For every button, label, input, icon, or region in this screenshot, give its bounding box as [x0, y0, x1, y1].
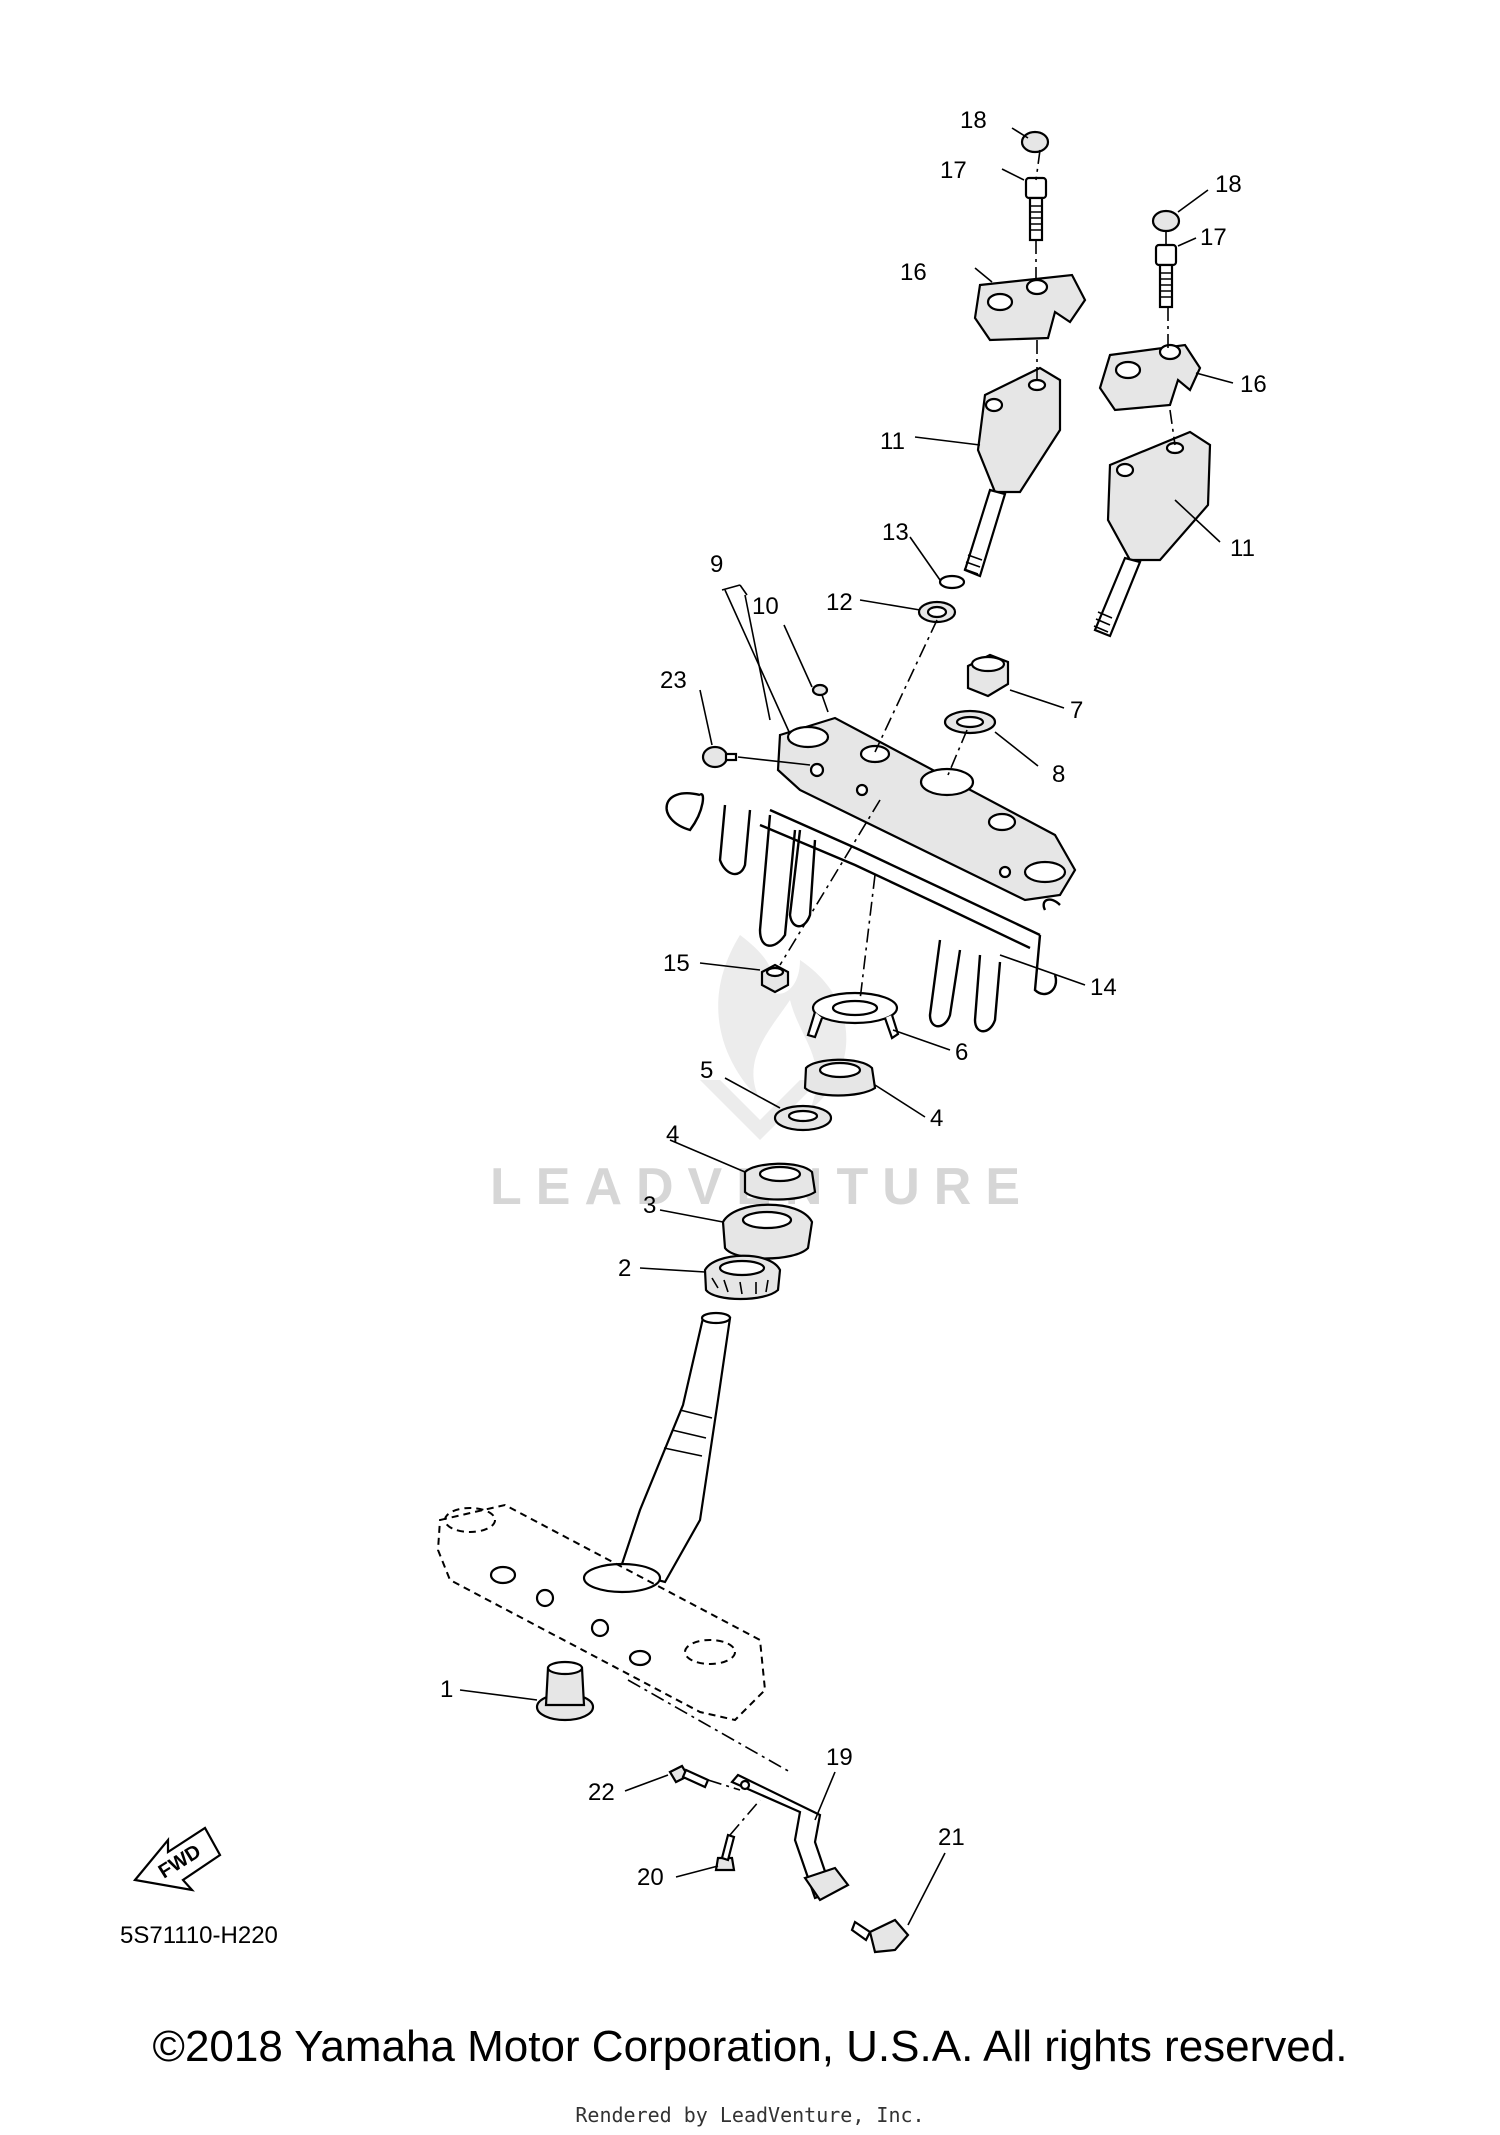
- callout-4: 4: [666, 1121, 679, 1148]
- part-11-riser-right: [1093, 430, 1212, 638]
- part-13-washer: [938, 574, 966, 590]
- part-15-nut: [760, 963, 790, 994]
- steering-stem: [582, 1311, 732, 1594]
- copyright-text: ©2018 Yamaha Motor Corporation, U.S.A. A…: [152, 2022, 1348, 2071]
- part-4-ring-nut-lower: [743, 1162, 817, 1201]
- part-18-cap-left: [1020, 130, 1050, 154]
- part-14-wire-guide: [665, 792, 1061, 1033]
- callout-20: 20: [637, 1864, 664, 1891]
- callout-9: 9: [710, 551, 723, 578]
- callout-7: 7: [1070, 697, 1083, 724]
- callout-18: 18: [1215, 171, 1242, 198]
- callout-19: 19: [826, 1744, 853, 1771]
- part-8-washer: [943, 709, 997, 735]
- part-21-clip: [850, 1918, 910, 1954]
- part-2-bearing: [703, 1254, 782, 1301]
- callout-6: 6: [955, 1039, 968, 1066]
- callout-17: 17: [1200, 224, 1227, 251]
- part-10-screw: [811, 683, 829, 713]
- part-16-clamp-left: [973, 273, 1087, 342]
- part-12-bushing: [917, 600, 957, 624]
- callout-23: 23: [660, 667, 687, 694]
- callout-1: 1: [440, 1676, 453, 1703]
- part-17-bolt-right: [1154, 243, 1178, 309]
- fwd-arrow-icon: FWD: [132, 1826, 222, 1892]
- part-16-clamp-right: [1098, 343, 1202, 412]
- callout-15: 15: [663, 950, 690, 977]
- rendered-by-text: Rendered by LeadVenture, Inc.: [575, 2103, 925, 2127]
- part-20-bolt: [714, 1833, 736, 1872]
- callout-8: 8: [1052, 761, 1065, 788]
- callout-4: 4: [930, 1105, 943, 1132]
- callout-13: 13: [882, 519, 909, 546]
- callout-22: 22: [588, 1779, 615, 1806]
- part-22-bolt: [668, 1764, 710, 1789]
- part-18-cap-right: [1151, 209, 1181, 233]
- callout-16: 16: [1240, 371, 1267, 398]
- lower-bracket: [436, 1503, 767, 1722]
- callout-11: 11: [880, 428, 905, 455]
- callout-14: 14: [1090, 974, 1117, 1001]
- callout-10: 10: [752, 593, 779, 620]
- part-17-bolt-left: [1024, 176, 1048, 242]
- diagram-code: 5S71110-H220: [120, 1922, 278, 1949]
- callout-2: 2: [618, 1255, 631, 1282]
- part-3-race: [721, 1203, 814, 1260]
- callout-18: 18: [960, 107, 987, 134]
- callout-21: 21: [938, 1824, 965, 1851]
- leader-lines: [459, 127, 1234, 1926]
- callout-11: 11: [1230, 535, 1255, 562]
- callout-16: 16: [900, 259, 927, 286]
- callout-3: 3: [643, 1192, 656, 1219]
- callout-5: 5: [700, 1057, 713, 1084]
- part-9-upper-bracket: [776, 716, 1077, 902]
- part-1-collar: [535, 1660, 595, 1722]
- part-7-nut: [966, 653, 1010, 698]
- callout-12: 12: [826, 589, 853, 616]
- part-23-cap: [701, 745, 738, 769]
- part-6-lock-washer: [806, 991, 900, 1040]
- callout-17: 17: [940, 157, 967, 184]
- part-5-washer: [773, 1104, 833, 1132]
- part-11-riser-left: [963, 366, 1062, 578]
- callout-labels: 18 17 18 16 17 16 11 11 13 9 10 12 23 7 …: [440, 107, 1267, 1891]
- part-19-bracket: [730, 1773, 850, 1902]
- part-4-ring-nut-upper: [803, 1058, 877, 1097]
